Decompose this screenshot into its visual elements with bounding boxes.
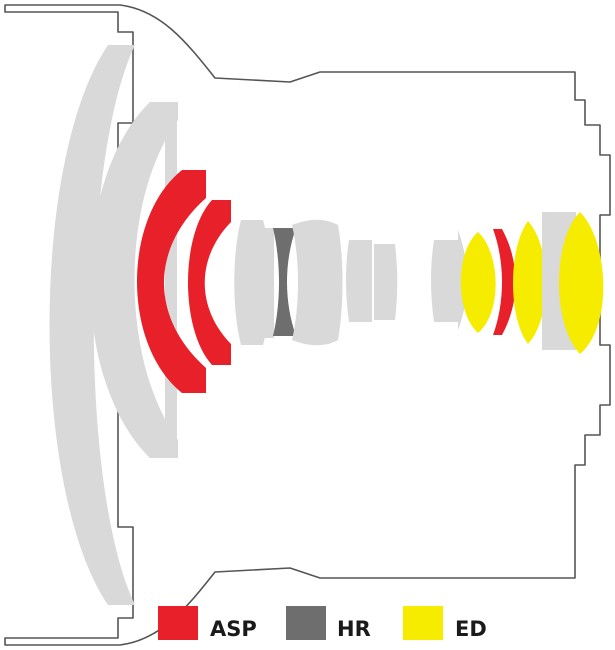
lens-element-rear-3-asp: [493, 229, 516, 335]
lens-element-middle-2-hr: [273, 228, 296, 336]
lens-element-rear-1: [431, 230, 467, 330]
legend-label-hr: HR: [337, 617, 371, 641]
legend-item-asp: ASP: [158, 606, 257, 641]
lens-element-rear-4-ed: [513, 221, 546, 344]
lens-element-rear-6-ed: [559, 212, 604, 354]
lens-element-middle-1: [234, 220, 271, 345]
legend-label-asp: ASP: [210, 617, 257, 641]
lens-element-middle-1-cap: [263, 228, 274, 338]
legend-swatch-asp: [158, 606, 198, 640]
legend-item-ed: ED: [403, 606, 487, 641]
legend-swatch-ed: [403, 606, 443, 640]
legend-swatch-hr: [286, 606, 326, 640]
legend: ASP HR ED: [158, 606, 487, 641]
legend-item-hr: HR: [286, 606, 371, 641]
legend-label-ed: ED: [455, 617, 487, 641]
lens-element-front-meniscus-1: [49, 45, 135, 605]
lens-element-rear-2-ed: [460, 232, 496, 333]
lens-element-front-meniscus-2b: [90, 102, 178, 458]
lens-element-asp-meniscus-4: [188, 200, 231, 365]
lens-element-asp-meniscus-3: [137, 170, 206, 393]
lens-element-middle-3: [292, 219, 343, 346]
lens-element-middle-4: [346, 240, 372, 322]
lens-element-middle-5: [374, 244, 398, 320]
lens-barrel-outline: [4, 4, 611, 646]
